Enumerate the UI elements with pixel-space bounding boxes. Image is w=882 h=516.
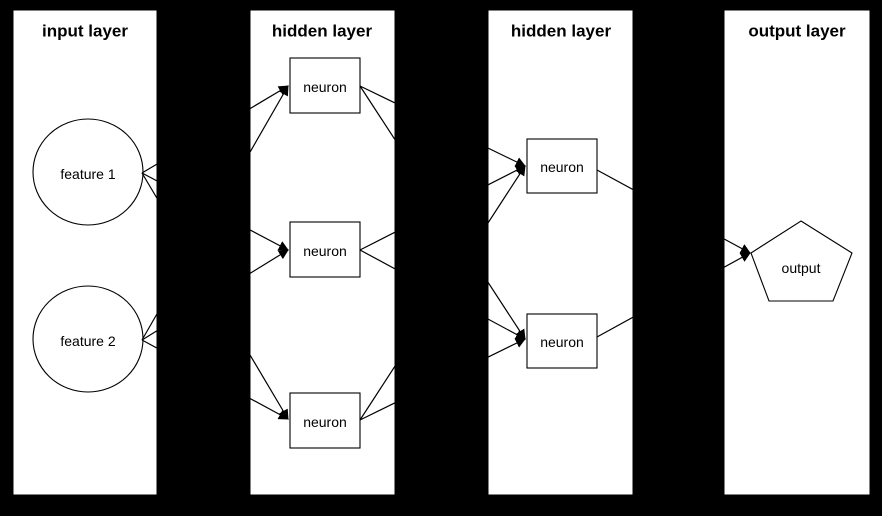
panel-title-hidden-layer-1: hidden layer (272, 22, 373, 41)
node-neuron-1-3 (289, 392, 361, 449)
edge-feature-2-to-neuron-1-3 (141, 339, 289, 420)
node-label-neuron-1-1: neuron (303, 79, 347, 95)
layer-nodes: feature 1 feature 2 neuron neuron neuron neur… (32, 57, 853, 449)
node-label-neuron-1-3: neuron (303, 414, 347, 430)
edge-feature-1-to-neuron-1-3 (141, 172, 289, 420)
panel-hidden-layer-2 (487, 9, 634, 496)
layer-edges (141, 85, 751, 421)
edge-neuron-1-3-to-neuron-2-1 (359, 165, 526, 421)
node-neuron-1-1 (289, 57, 361, 114)
edge-neuron-2-2-to-output (596, 252, 751, 338)
edge-neuron-1-1-to-neuron-2-2 (359, 85, 526, 340)
edge-feature-1-to-neuron-1-2 (141, 172, 289, 251)
node-label-feature-2: feature 2 (60, 333, 115, 349)
edge-feature-2-to-neuron-1-1 (141, 85, 289, 341)
edge-neuron-2-1-to-output (596, 169, 751, 254)
node-neuron-2-2 (526, 313, 598, 369)
panel-input-layer (12, 9, 158, 496)
edge-neuron-1-2-to-neuron-2-2 (359, 249, 526, 340)
edge-feature-2-to-neuron-1-2 (141, 249, 289, 341)
node-output (750, 220, 853, 302)
node-label-neuron-2-1: neuron (540, 159, 584, 175)
edge-feature-1-to-neuron-1-1 (141, 85, 289, 174)
node-label-feature-1: feature 1 (60, 166, 115, 182)
node-label-neuron-1-2: neuron (303, 243, 347, 259)
node-label-neuron-2-2: neuron (540, 334, 584, 350)
panel-title-input-layer: input layer (42, 22, 128, 41)
edge-neuron-1-2-to-neuron-2-1 (359, 165, 526, 251)
edge-neuron-1-1-to-neuron-2-1 (359, 85, 526, 167)
node-label-output: output (782, 260, 821, 276)
panel-title-output-layer: output layer (748, 22, 846, 41)
node-neuron-2-1 (526, 138, 598, 194)
edge-neuron-1-3-to-neuron-2-2 (359, 338, 526, 421)
panel-title-hidden-layer-2: hidden layer (511, 22, 612, 41)
